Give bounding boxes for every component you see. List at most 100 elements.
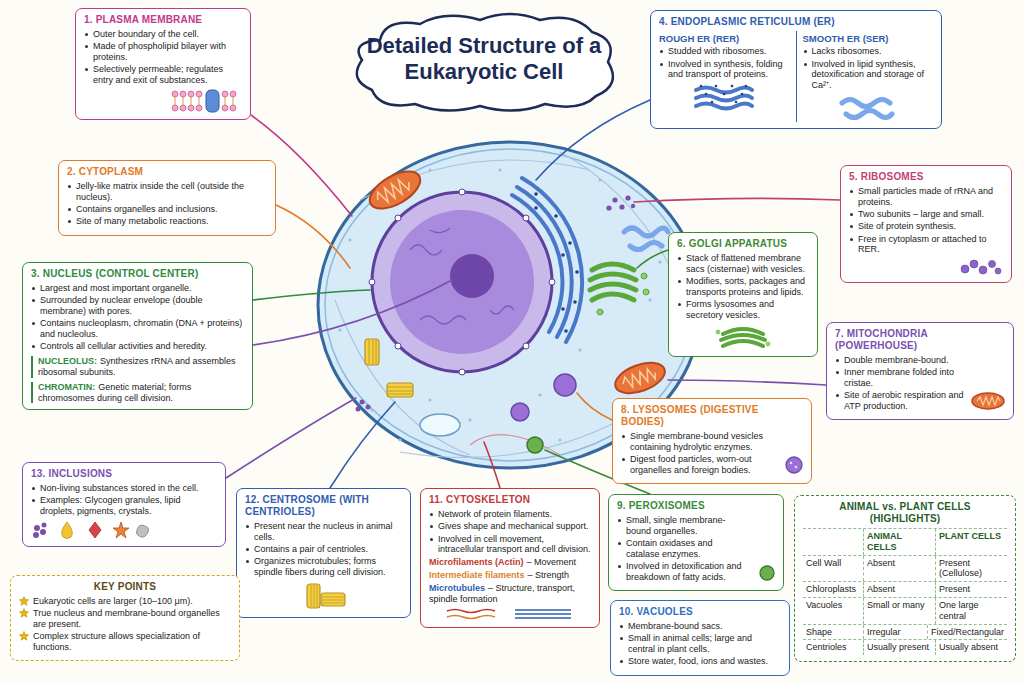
- lysosome-icon: [784, 455, 804, 475]
- golgi-apparatus-part: [592, 294, 634, 300]
- cloud-outline: [357, 14, 613, 111]
- bullet-text: Contains a pair of centrioles.: [254, 544, 402, 555]
- text-group: KEY POINTS: [19, 581, 231, 593]
- bullet-text: Double membrane-bound.: [844, 355, 975, 366]
- leader-lines-part: [330, 402, 395, 488]
- filament-icon-part-part: [447, 610, 495, 613]
- filament-icon: [445, 607, 575, 621]
- text-group: SMOOTH ER (SER): [803, 33, 934, 44]
- rough-er-part-part: [554, 214, 558, 218]
- text-group: ROUGH ER (RER): [659, 33, 790, 44]
- bilayer-icon-part-part: [180, 91, 186, 97]
- peroxisome-part: [527, 437, 543, 453]
- inclusion-icons-part: [136, 525, 148, 537]
- text-group: Microtubules– Structure, transport, spin…: [429, 583, 591, 605]
- text-group: ChloroplastsAbsentPresent: [803, 581, 1007, 597]
- inclusion-granules: [356, 400, 371, 412]
- bullet-text: Present near the nucleus in animal cells…: [254, 521, 402, 543]
- lysosome-icon-part: [786, 457, 802, 473]
- bullet-text: Organizes microtubules; forms spindle fi…: [254, 556, 402, 578]
- table-cell: Absent: [863, 556, 935, 582]
- bullet-dot: [678, 280, 681, 283]
- organelle-box: 12. CENTROSOME (WITH CENTRIOLES)Present …: [236, 488, 411, 618]
- nucleus-part-part: [549, 279, 555, 285]
- box-heading: 11. CYTOSKELETON: [429, 494, 530, 505]
- golgi-apparatus-part: [592, 264, 634, 270]
- bullet-text: Membrane-bound sacs.: [628, 621, 781, 632]
- golgi-apparatus-part: [643, 289, 649, 295]
- bullet-text: Studded with ribosomes.: [668, 46, 790, 57]
- icon-holder: [429, 607, 591, 621]
- text-group: Made of phospholipid bilayer with protei…: [84, 41, 242, 63]
- text-group: Intermediate filaments– Strength: [429, 570, 591, 581]
- text-group: CHROMATIN:Genetic material; forms chromo…: [31, 382, 244, 404]
- leader-lines-part: [536, 100, 650, 180]
- icon-holder: [970, 391, 1006, 411]
- smooth-er-part: [624, 228, 668, 236]
- cytoskeleton-filaments-part: [470, 435, 560, 455]
- nucleus: [369, 189, 555, 375]
- bullet-text: Network of protein filaments.: [438, 509, 591, 520]
- filament-text: – Strength: [528, 570, 570, 580]
- filament-icon-part-part: [447, 616, 495, 619]
- rough-er-icon-part-part: [723, 93, 726, 96]
- bullet-text: Controls all cellular activities and her…: [40, 341, 244, 352]
- smooth-er: [624, 228, 668, 250]
- box-heading: 5. RIBOSOMES: [849, 171, 924, 182]
- text-group: 4. ENDOPLASMIC RETICULUM (ER): [659, 16, 933, 28]
- star-shape: [19, 609, 28, 618]
- filament-text: – Movement: [527, 557, 577, 567]
- text-group: Stack of flattened membrane sacs (cister…: [677, 253, 809, 275]
- bilayer-icon-part-part: [222, 91, 228, 97]
- text-group: Small particles made of rRNA and protein…: [849, 186, 1003, 208]
- cytoplasm-granules-part: [538, 393, 541, 396]
- box-heading: 7. MITOCHONDRIA (POWERHOUSE): [835, 328, 927, 351]
- peroxisome: [527, 437, 543, 453]
- bullet-dot: [836, 394, 839, 397]
- centriole-icon: [301, 581, 347, 611]
- leader-lines-part: [634, 198, 840, 202]
- bullet-text: Made of phospholipid bilayer with protei…: [93, 41, 242, 63]
- bullet-dot: [622, 458, 625, 461]
- title-cloud: [357, 14, 613, 111]
- centrioles-part-part: [369, 340, 376, 364]
- golgi-apparatus-part: [590, 284, 636, 290]
- organelle-box: 10. VACUOLESMembrane-bound sacs.Small in…: [610, 600, 790, 676]
- text-group: Modifies, sorts, packages and transports…: [677, 276, 809, 298]
- rough-er-icon: [692, 83, 756, 111]
- text-group: Digest food particles, worn-out organell…: [621, 454, 773, 476]
- box-heading: 4. ENDOPLASMIC RETICULUM (ER): [659, 16, 835, 27]
- text-group: Contains organelles and inclusions.: [67, 204, 267, 215]
- text-group: Store water, food, ions and wastes.: [619, 656, 781, 667]
- bullet-dot: [246, 548, 249, 551]
- centrioles-part-part: [365, 339, 379, 365]
- lysosomes-part: [554, 374, 576, 396]
- inclusion-icons: [31, 520, 151, 540]
- vacuole-part: [420, 414, 460, 436]
- bullet-text: Inner membrane folded into cristae.: [844, 367, 975, 389]
- bullet-dot: [32, 487, 35, 490]
- bullet-dot: [32, 287, 35, 290]
- bullet-dot: [620, 625, 623, 628]
- rough-er-icon-part-part: [700, 85, 703, 88]
- nucleus-part-part: [420, 316, 466, 324]
- bullet-text: Site of protein synthesis.: [858, 221, 1003, 232]
- bullet-dot: [85, 45, 88, 48]
- bullet-text: Forms lysosomes and secretory vesicles.: [686, 299, 809, 321]
- star-bullet: [19, 596, 29, 606]
- centrioles-part-part: [387, 383, 413, 397]
- text-group: 11. CYTOSKELETON: [429, 494, 591, 506]
- text-group: True nucleus and membrane-bound organell…: [19, 608, 231, 630]
- text-group: Membrane-bound sacs.: [619, 621, 781, 632]
- organelle-box: 2. CYTOPLASMJelly-like matrix inside the…: [58, 160, 276, 236]
- bullet-text: Lacks ribosomes.: [812, 46, 934, 57]
- rough-er-part-part: [575, 270, 579, 274]
- centriole-icon-part: [311, 585, 317, 607]
- text-group: 7. MITOCHONDRIA (POWERHOUSE): [835, 328, 1005, 352]
- text-group: Two subunits – large and small.: [849, 209, 1003, 220]
- golgi-icon-part: [766, 341, 771, 346]
- mitochondrion-icon-part: [972, 393, 1004, 409]
- rough-er-part-part: [534, 192, 538, 196]
- nucleus-part: [390, 210, 534, 354]
- nucleus-part-part: [395, 215, 401, 221]
